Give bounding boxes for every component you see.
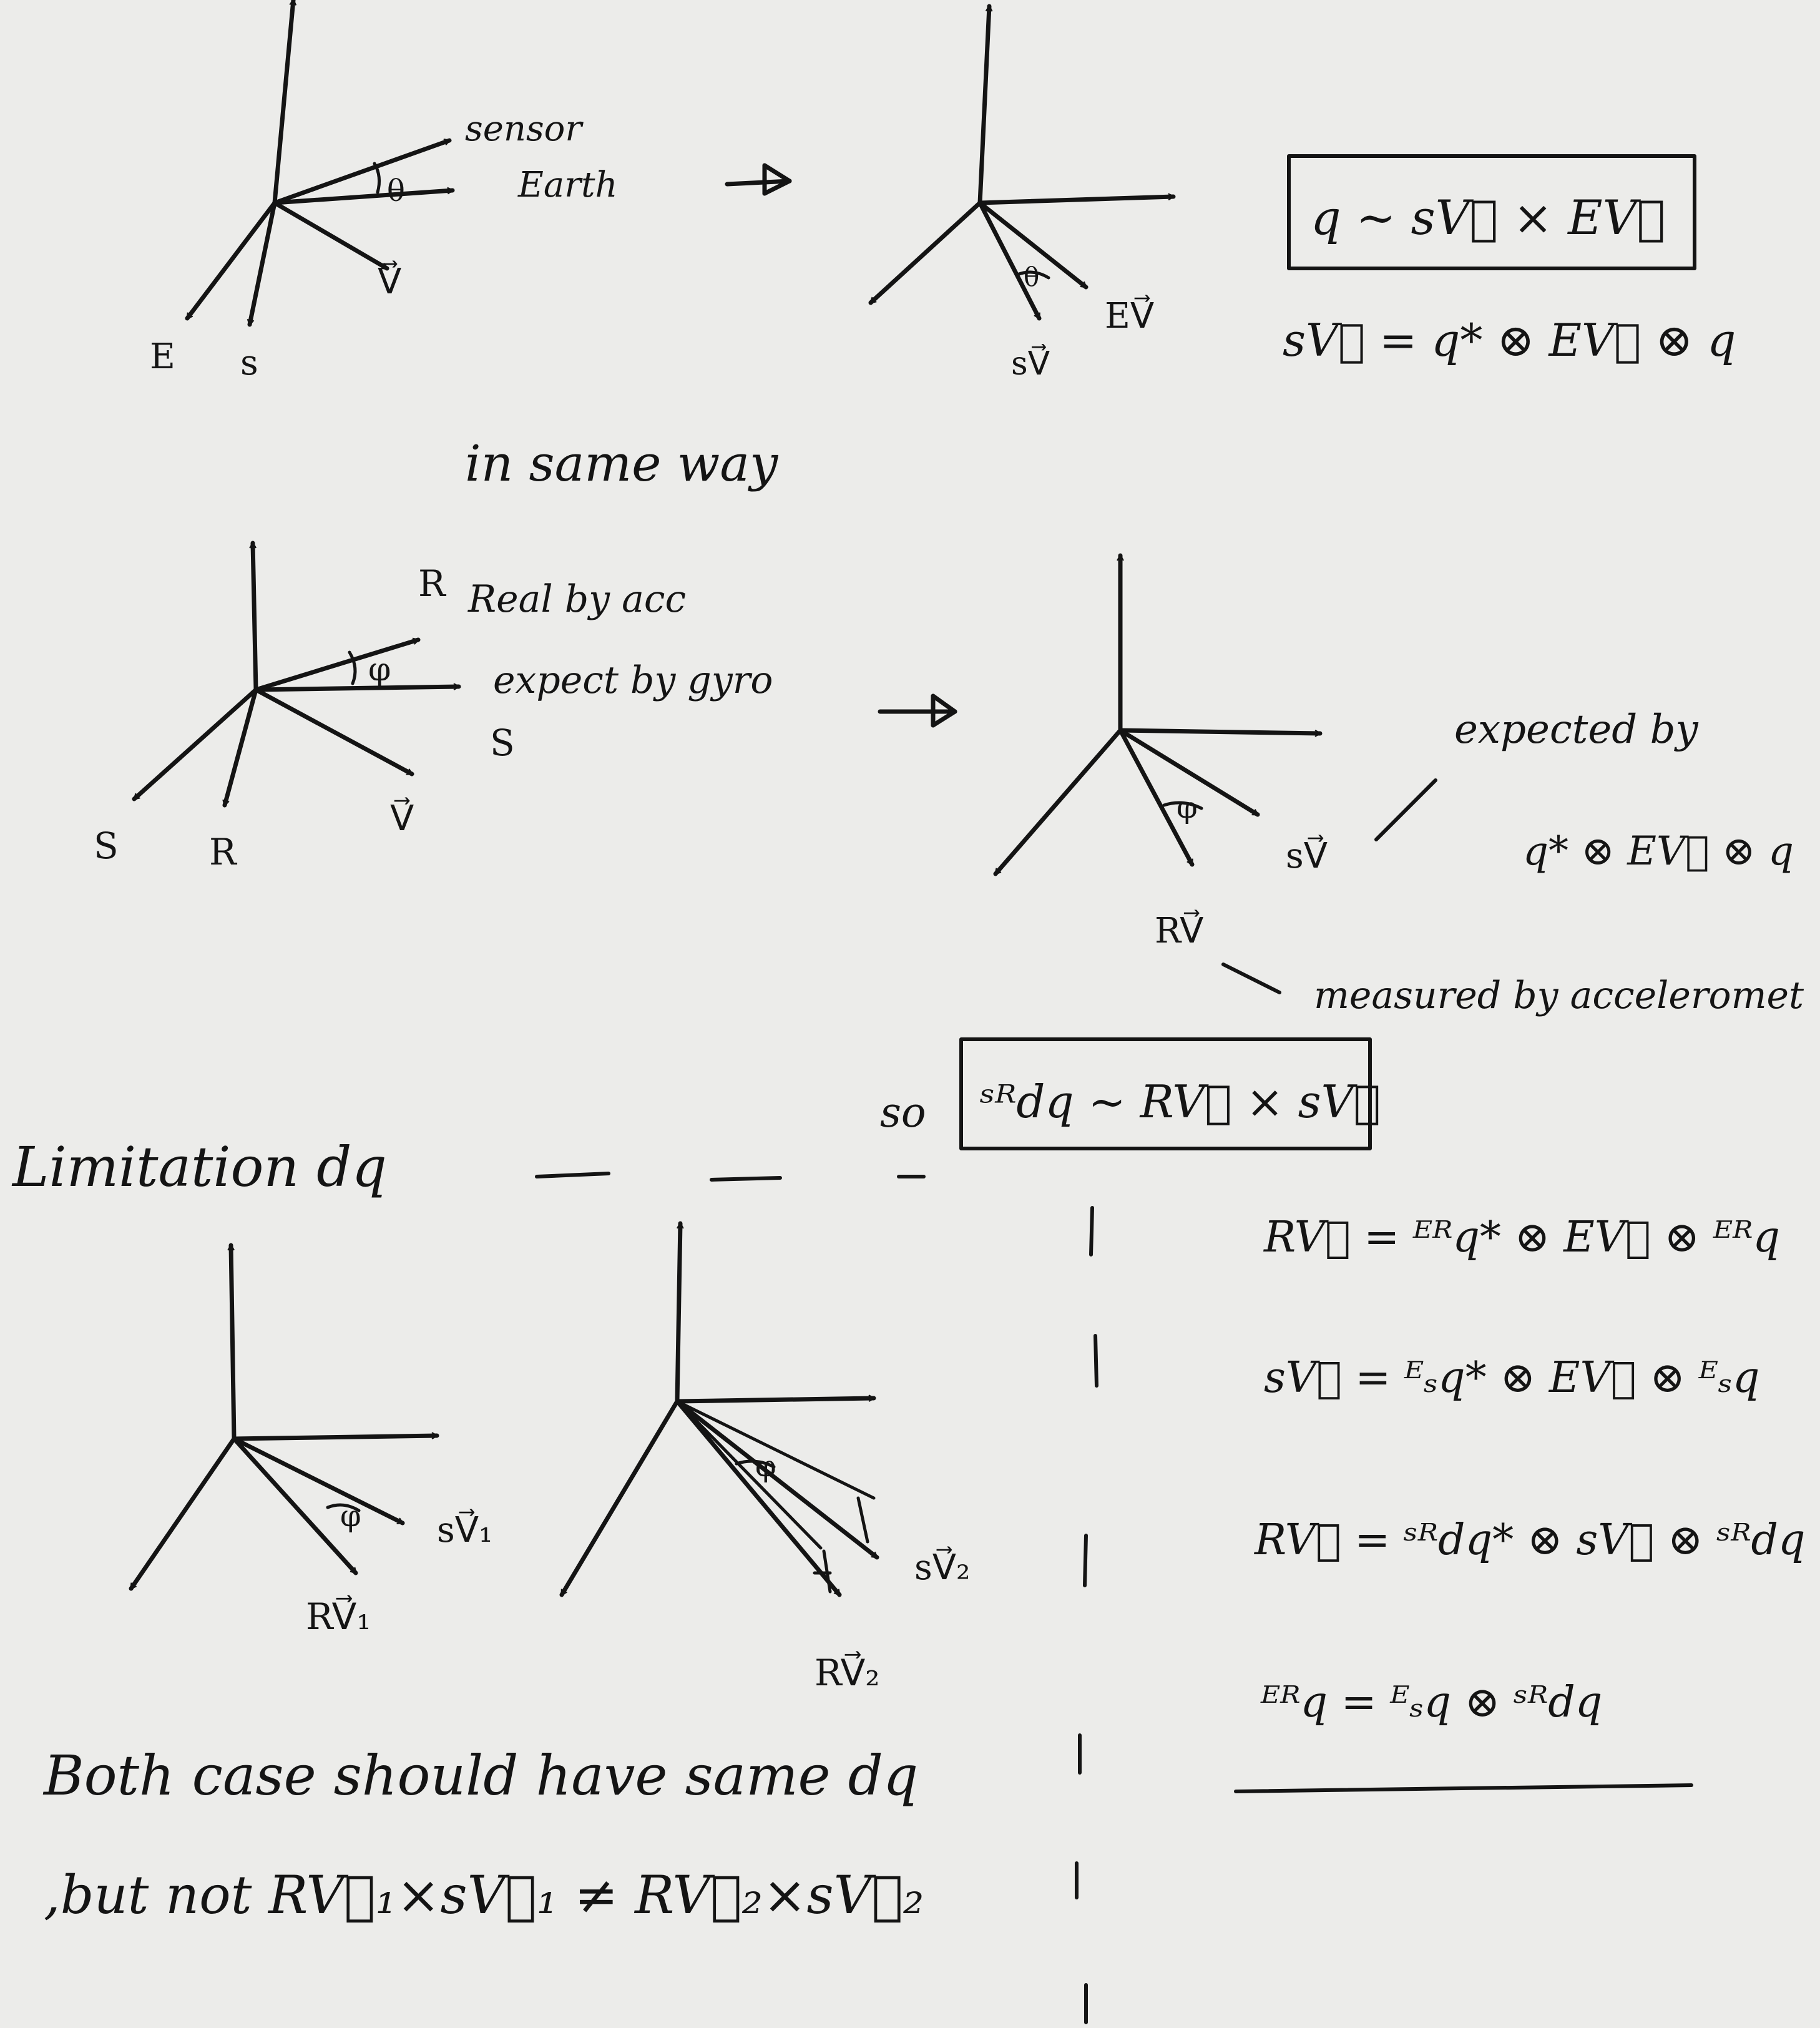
transition-arrow-2 [878,693,957,728]
formula-dq-cross: ˢᴿdq ~ RV⃗ × sV⃗ [980,1075,1381,1128]
expected-formula: q* ⊗ EV⃗ ⊗ q [1523,828,1794,874]
formula-box-dq: so ˢᴿdq ~ RV⃗ × sV⃗ [880,1037,1381,1150]
theta-arc [1015,270,1050,280]
formula-box-q: q ~ sV⃗ × EV⃗ [1287,154,1696,270]
diagram-case-1: φ sV⃗₁ RV⃗₁ [129,1243,493,1638]
phi-label: φ [340,1499,361,1534]
sv1-arrow [232,1436,405,1526]
axis-right [675,1398,876,1404]
theta-label: θ [387,174,405,208]
expect-by-gyro-label: expect by gyro [493,659,773,702]
axis-left [868,200,982,305]
pointer-measured [1221,963,1281,994]
equation-q-composition: ᴱᴿq = ᴱₛq ⊗ ˢᴿdq [1260,1678,1602,1727]
expect-arrow [253,687,461,692]
r-axis-arrow [225,687,258,808]
ev-arrow [977,200,1089,290]
earth-axis-arrow [272,190,455,205]
s-under-label: S [490,722,515,764]
diagram-frames-sensor-earth: θ sensor Earth V⃗ E s [150,0,618,383]
pointer-expected [1374,778,1437,841]
phi-label: φ [368,651,391,688]
limitation-heading: Limitation dq [11,1135,387,1199]
so-prefix: so [880,1089,926,1137]
rv1-arrow [232,1436,358,1575]
formula-sv-rotation: sV⃗ = q* ⊗ EV⃗ ⊗ q [1283,314,1736,366]
v-label: V⃗ [390,797,414,839]
statement-same-dq: Both case should have same dq [42,1743,918,1808]
sv-label: sV⃗ [1286,835,1328,876]
v-label: V⃗ [378,260,401,302]
axis-right [977,197,1176,205]
rv1-label: RV⃗₁ [306,1594,371,1638]
phi-arc [735,1459,776,1469]
theta-label: θ [1024,262,1039,292]
equation-sv: sV⃗ = ᴱₛq* ⊗ EV⃗ ⊗ ᴱₛq [1264,1353,1759,1403]
s-axis-label: S [94,825,119,867]
phi-arc [348,650,357,685]
rv2-arrow [675,1399,842,1597]
axis-up [977,4,989,205]
earth-label: Earth [517,165,618,205]
ev-label: EV⃗ [1105,295,1154,336]
formula-q-cross: q ~ sV⃗ × EV⃗ [1311,190,1665,245]
r-axis-label: R [209,831,238,873]
sv1-label: sV⃗₁ [437,1509,493,1550]
rv-arrow [1118,728,1195,867]
transition-arrow-1 [725,163,792,196]
rv-label: RV⃗ [1155,909,1203,951]
caption-in-same-way: in same way [465,434,779,492]
sensor-label: sensor [465,109,584,149]
sv-arrow [1118,728,1260,817]
formula-frame [1287,154,1696,270]
real-by-acc-label: Real by acc [467,577,686,621]
vector-v-arrow [272,200,389,271]
equation-list: RV⃗ = ᴱᴿq* ⊗ EV⃗ ⊗ ᴱᴿq sV⃗ = ᴱₛq* ⊗ EV⃗ … [1234,1213,1806,1793]
diagram-aligned-frames: θ EV⃗ sV⃗ [868,4,1176,383]
axis-up [253,541,258,692]
equations-underline [1234,1783,1693,1793]
real-arrow [253,637,421,692]
theta-arc [373,162,381,194]
axis-left [129,1436,237,1591]
phi-label: φ [755,1449,776,1484]
measured-by-label: measured by acceleromet [1314,974,1804,1017]
axis-up [675,1221,680,1404]
sv2-label: sV⃗₂ [914,1546,971,1588]
diagram-case-2: φ sV⃗₂ RV⃗₂ [559,1221,971,1694]
formula-frame [959,1037,1372,1150]
axis-up [272,0,293,205]
rv2-label: RV⃗₂ [815,1650,880,1694]
vertical-divider [1075,1206,1098,2024]
equation-rv-dq: RV⃗ = ˢᴿdq* ⊗ sV⃗ ⊗ ˢᴿdq [1253,1516,1806,1565]
axis-right [1118,728,1323,733]
expected-by-label: expected by [1454,707,1699,753]
phi-arc [326,1503,361,1512]
dash-strokes [535,1172,926,1182]
diagram-real-vs-expected: φ R Real by acc expect by gyro S V⃗ S R [94,541,773,873]
e-label: E [150,336,175,377]
axis-up [231,1243,237,1441]
statement-cross-products-differ: ,but not RV⃗₁×sV⃗₁ ≠ RV⃗₂×sV⃗₂ [44,1864,924,1926]
diagram-expected-measured: φ sV⃗ RV⃗ expected by q* ⊗ EV⃗ ⊗ q measu… [993,553,1804,1017]
axis-right [232,1436,439,1441]
s-label: s [240,343,258,383]
axis-left [993,728,1123,876]
sv2-arrow [675,1399,879,1560]
phi-label: φ [1177,790,1198,825]
sv-label: sV⃗ [1011,344,1050,383]
s-axis-arrow [132,687,258,801]
r-label: R [418,562,447,605]
sensor-axis-arrow [272,138,452,205]
phi-arc [1162,801,1203,810]
axis-s-arrow [250,200,277,327]
offset-lines [675,1399,876,1594]
equation-rv: RV⃗ = ᴱᴿq* ⊗ EV⃗ ⊗ ᴱᴿq [1263,1213,1780,1262]
axis-left [559,1399,680,1597]
sv-arrow [977,200,1042,321]
axis-e-arrow [185,200,277,321]
v-arrow [253,687,414,776]
